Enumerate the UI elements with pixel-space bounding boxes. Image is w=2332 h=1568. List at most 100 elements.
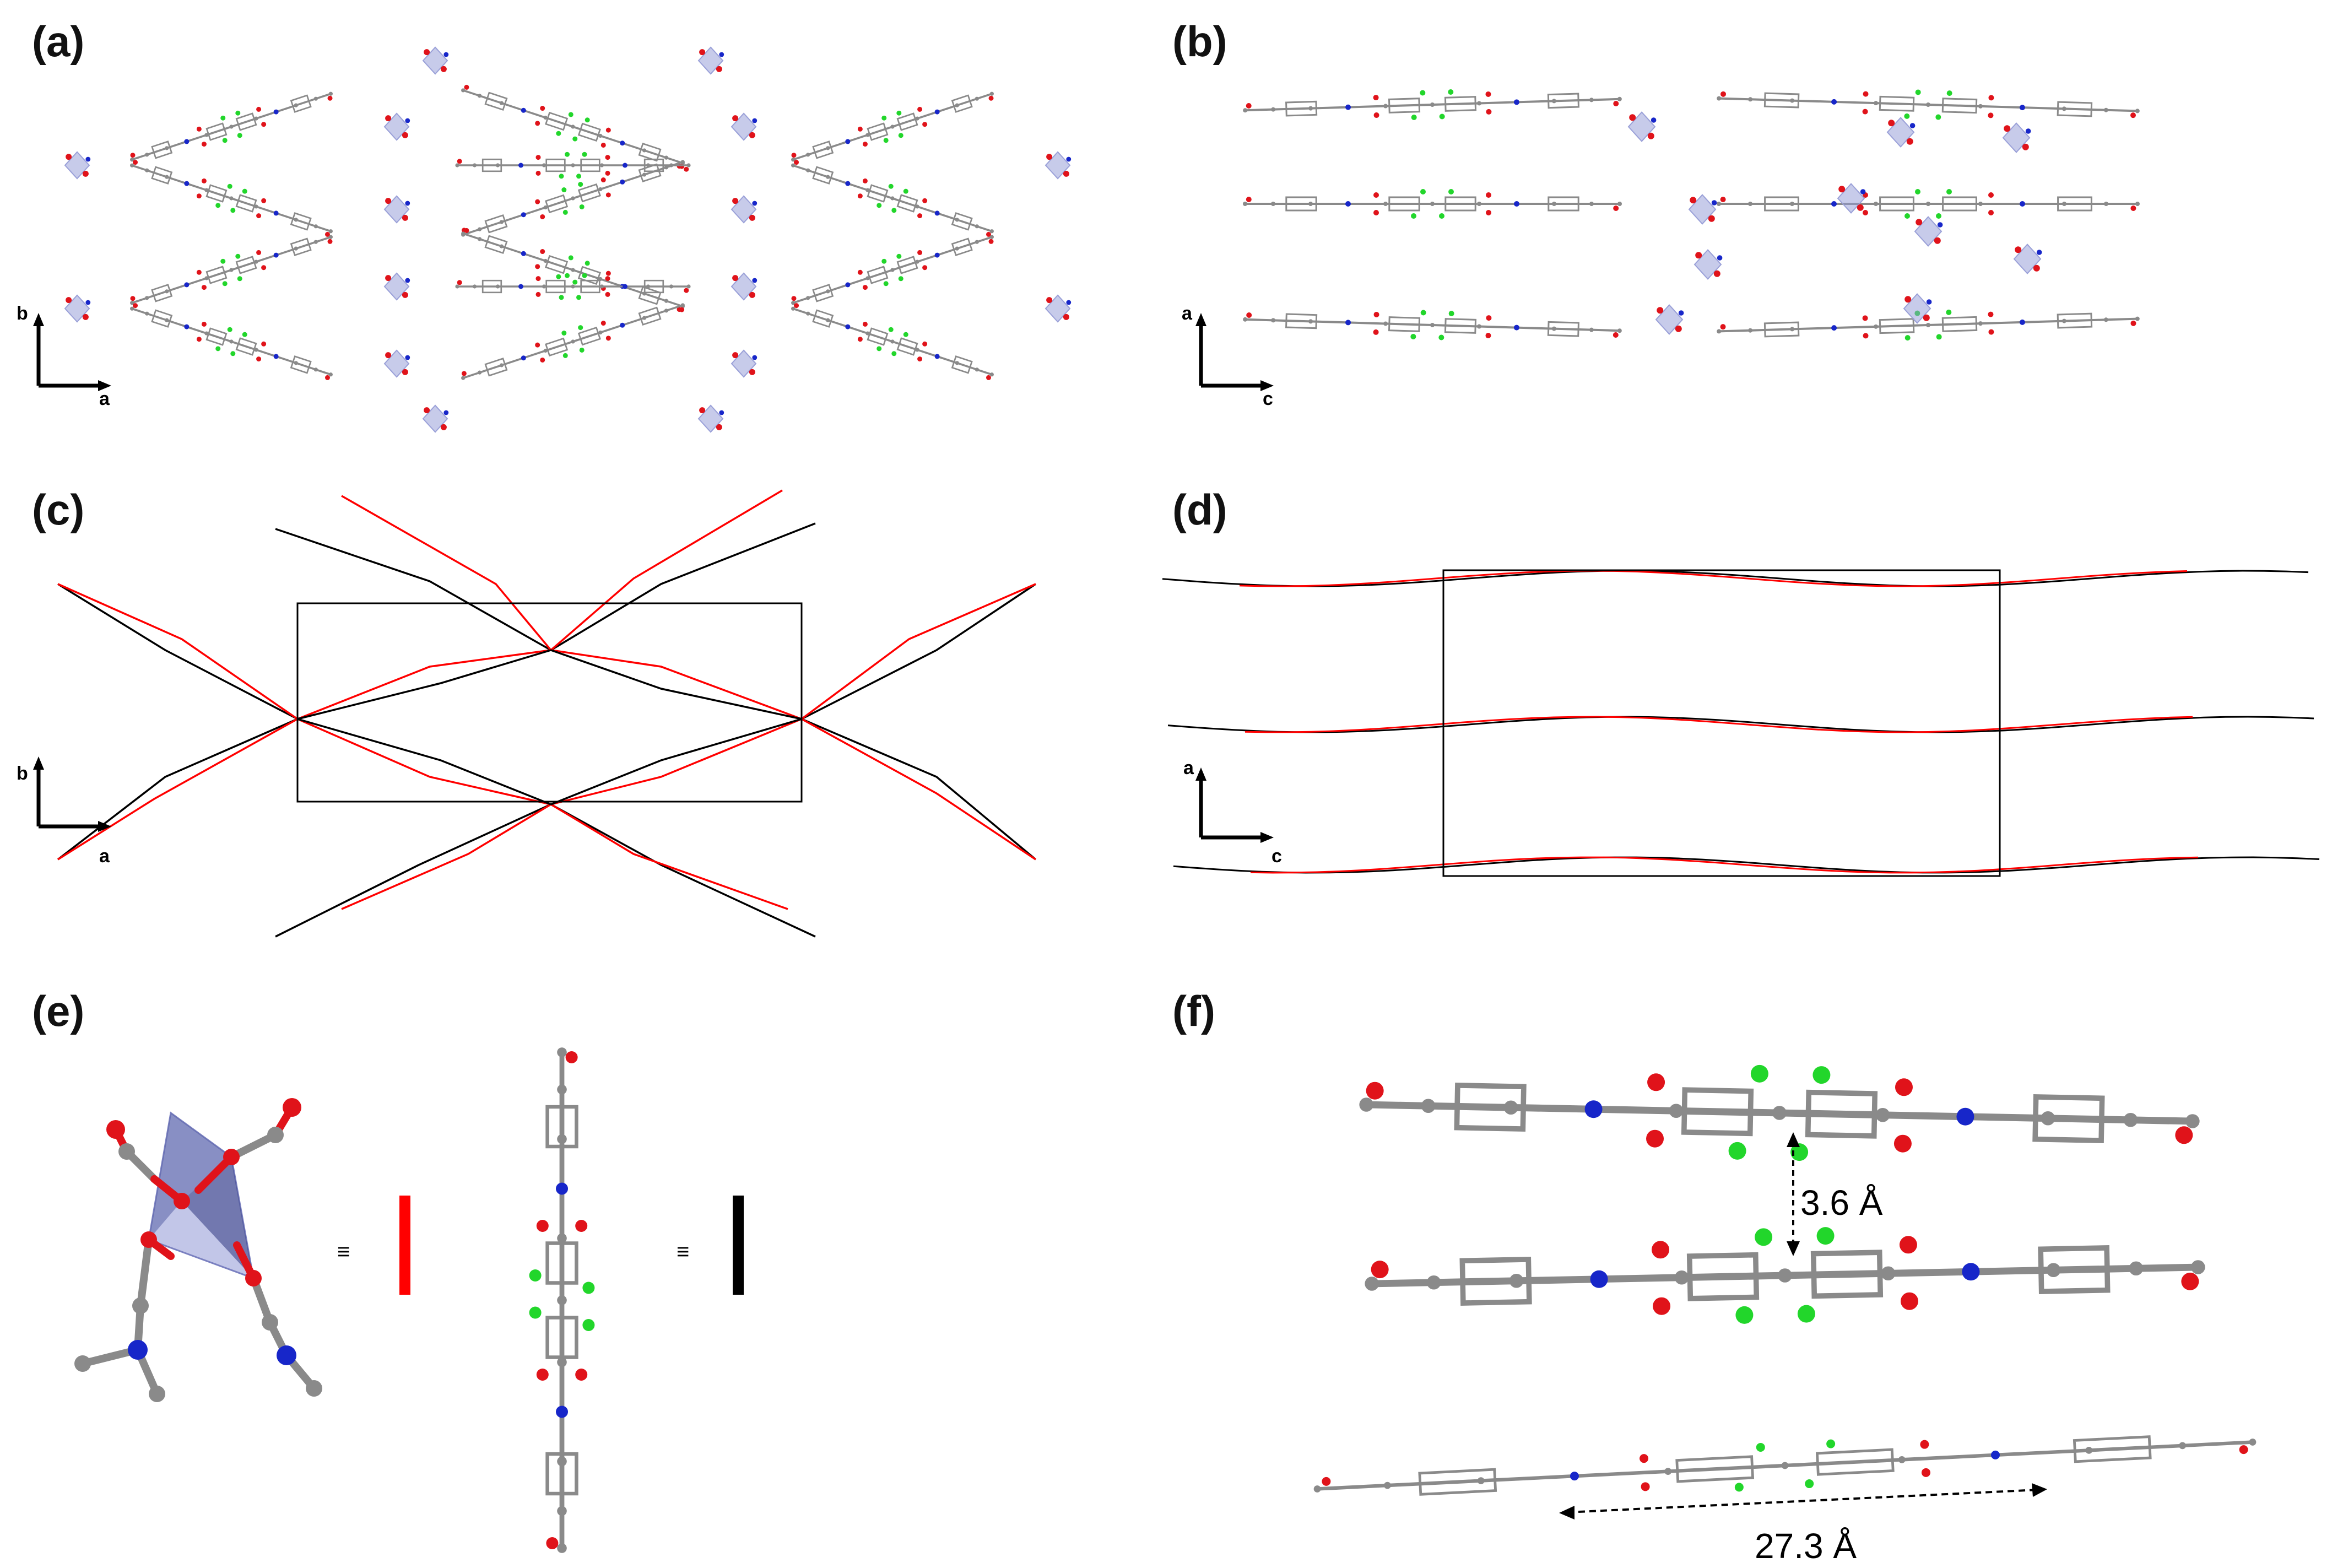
carbon-atom-icon xyxy=(328,91,333,96)
oxygen-atom-icon xyxy=(261,122,267,127)
panel-d-unit-cell xyxy=(1442,569,2001,877)
panel-b-axis-triad xyxy=(1199,322,1264,388)
oxygen-atom-icon xyxy=(749,291,755,298)
carbon-atom-icon xyxy=(145,296,149,300)
carbon-atom-icon xyxy=(1717,202,1721,206)
chlorine-atom-icon xyxy=(559,295,564,300)
chlorine-atom-icon xyxy=(1439,113,1445,120)
nitrogen-atom-icon xyxy=(845,324,851,329)
oxygen-atom-icon xyxy=(1695,252,1702,259)
chlorine-atom-icon xyxy=(561,187,567,193)
oxygen-atom-icon xyxy=(1046,297,1053,304)
metal-node-icon xyxy=(2013,244,2042,274)
oxygen-atom-icon xyxy=(461,371,467,376)
chlorine-atom-icon xyxy=(1420,310,1426,316)
chlorine-atom-icon xyxy=(582,1282,595,1294)
carbon-atom-icon xyxy=(1874,202,1878,206)
nitrogen-atom-icon xyxy=(1513,99,1519,105)
oxygen-atom-icon xyxy=(1863,91,1869,97)
nitrogen-atom-icon xyxy=(521,355,526,361)
carbon-atom-icon xyxy=(1313,1485,1321,1493)
nitrogen-atom-icon xyxy=(184,181,190,186)
panel-c-axis-a-label: a xyxy=(99,846,110,867)
chlorine-atom-icon xyxy=(1750,1064,1768,1083)
carbon-atom-icon xyxy=(571,196,575,201)
carbon-atom-icon xyxy=(890,339,895,344)
carbon-atom-icon xyxy=(543,115,548,120)
panel-label-a: (a) xyxy=(32,17,85,66)
nitrogen-atom-icon xyxy=(845,139,851,144)
carbon-atom-icon xyxy=(1748,97,1753,102)
oxygen-atom-icon xyxy=(2181,1272,2199,1290)
carbon-atom-icon xyxy=(455,284,459,289)
equiv-symbol-1: ≡ xyxy=(337,1240,350,1264)
chlorine-atom-icon xyxy=(582,152,587,157)
nitrogen-atom-icon xyxy=(405,278,410,283)
chlorine-atom-icon xyxy=(1790,1143,1809,1161)
nitrogen-atom-icon xyxy=(184,282,190,288)
linker-length-arrow xyxy=(1567,1489,2039,1513)
oxygen-atom-icon xyxy=(922,122,928,127)
carbon-atom-icon xyxy=(472,284,477,289)
panel-c-net-lines xyxy=(57,489,1037,938)
carbon-atom-icon xyxy=(599,163,604,167)
oxygen-atom-icon xyxy=(1838,186,1846,193)
carbon-atom-icon xyxy=(472,163,477,167)
chlorine-atom-icon xyxy=(529,1306,542,1319)
carbon-atom-icon xyxy=(477,227,482,231)
oxygen-atom-icon xyxy=(324,231,330,237)
oxygen-atom-icon xyxy=(605,271,611,276)
chlorine-atom-icon xyxy=(235,253,241,259)
chlorine-atom-icon xyxy=(227,183,232,189)
metal-node-icon xyxy=(383,112,410,141)
metal-node-icon xyxy=(422,46,448,75)
oxygen-atom-icon xyxy=(1485,91,1491,97)
metal-node-icon xyxy=(731,272,757,301)
oxygen-atom-icon xyxy=(133,303,138,309)
carbon-atom-icon xyxy=(1383,321,1388,326)
chlorine-atom-icon xyxy=(568,112,573,117)
metal-node-icon xyxy=(697,404,724,433)
oxygen-atom-icon xyxy=(2015,246,2022,253)
metal-node-icon xyxy=(1886,117,1915,148)
oxygen-atom-icon xyxy=(535,291,541,297)
oxygen-atom-icon xyxy=(988,239,994,244)
oxygen-atom-icon xyxy=(256,250,262,255)
oxygen-atom-icon xyxy=(1652,1241,1670,1259)
carbon-atom-icon xyxy=(2104,202,2108,206)
nitrogen-atom-icon xyxy=(620,179,625,185)
oxygen-atom-icon xyxy=(2004,125,2011,132)
oxygen-atom-icon xyxy=(1923,314,1930,321)
chlorine-atom-icon xyxy=(237,133,242,138)
carbon-atom-icon xyxy=(542,284,547,289)
carbon-atom-icon xyxy=(571,284,575,289)
oxygen-atom-icon xyxy=(1713,270,1720,277)
carbon-atom-icon xyxy=(130,163,134,167)
carbon-atom-icon xyxy=(1359,1097,1373,1112)
chlorine-atom-icon xyxy=(562,209,568,215)
carbon-atom-icon xyxy=(461,376,466,380)
carbon-atom-icon xyxy=(1717,96,1722,101)
chlorine-atom-icon xyxy=(1734,1483,1744,1492)
carbon-atom-icon xyxy=(145,311,149,316)
carbon-atom-icon xyxy=(598,330,603,335)
carbon-atom-icon xyxy=(646,284,651,289)
carbon-atom-icon xyxy=(477,94,482,98)
nitrogen-atom-icon xyxy=(1717,255,1723,261)
nitrogen-atom-icon xyxy=(1513,325,1519,331)
carbon-atom-icon xyxy=(204,133,209,137)
chlorine-atom-icon xyxy=(1420,90,1426,96)
nitrogen-atom-icon xyxy=(1590,1270,1608,1288)
carbon-atom-icon xyxy=(1308,202,1313,206)
oxygen-atom-icon xyxy=(1720,91,1727,97)
oxygen-atom-icon xyxy=(1920,1440,1929,1449)
nitrogen-atom-icon xyxy=(1956,1107,1974,1126)
carbon-atom-icon xyxy=(955,361,959,365)
metal-node-icon xyxy=(1837,183,1865,214)
oxygen-atom-icon xyxy=(2033,264,2040,272)
oxygen-atom-icon xyxy=(1063,313,1069,320)
carbon-atom-icon xyxy=(1978,202,1983,206)
carbon-atom-icon xyxy=(2046,1263,2061,1278)
carbon-atom-icon xyxy=(1617,328,1622,333)
nitrogen-atom-icon xyxy=(934,252,940,258)
